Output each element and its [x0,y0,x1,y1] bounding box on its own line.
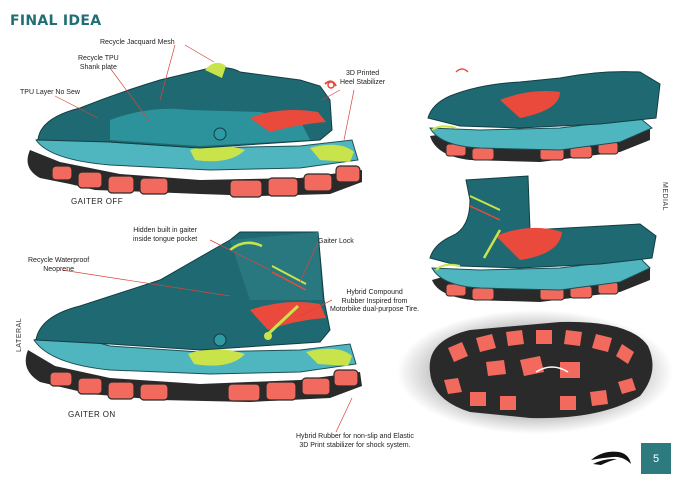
side-label-lateral: LATERAL [16,317,23,352]
callout-hybrid-line-2: 3D Print stabilizer for shock system. [299,441,411,449]
callout-gaiter-pocket-line-2: inside tongue pocket [133,235,198,243]
callout-heel-line-2: Heel Stabilizer [340,78,386,86]
shoe-medial-low [427,68,661,162]
callout-tpu-shank-line-2: Shank plate [79,63,117,71]
side-label-medial: MEDIAL [661,182,668,212]
callout-tpu-layer: TPU Layer No Sew [20,89,80,96]
callout-gaiter-pocket-line-1: Hidden built in gaiter [133,227,198,234]
callout-hybrid-line-1: Hybrid Rubber for non-slip and Elastic [296,433,414,440]
callout-hybrid-rubber: Hybrid Rubber for non-slip and Elastic 3… [296,433,414,450]
callout-lines [54,44,355,433]
shoe-gaiter-on [25,231,362,402]
page-title: FINAL IDEA [10,13,102,29]
callout-heel-stabilizer: 3D Printed Heel Stabilizer [340,70,385,87]
callout-neoprene-line-2: Neoprene [43,265,74,273]
outsole-bottom-view [397,310,673,434]
brand-logo-icon [591,451,631,465]
page-number-badge: 5 [641,443,671,474]
callout-rubber-line-2: Rubber Inspired from [341,297,408,305]
shoe-gaiter-off [27,62,363,198]
callout-hybrid-compound: Hybrid Compound Rubber Inspired from Mot… [330,289,419,315]
callout-rubber-line-1: Hybrid Compound [346,289,403,296]
callout-gaiter-lock: Gaiter Lock [318,238,354,245]
callout-gaiter-pocket: Hidden built in gaiter inside tongue poc… [133,227,197,244]
callout-rubber-line-3: Motorbike dual-purpose Tire. [330,306,420,313]
callout-jacquard-mesh: Recycle Jacquard Mesh [100,39,175,46]
callout-tpu-shank-line-1: Recycle TPU [78,55,119,62]
caption-gaiter-on: GAITER ON [68,410,116,419]
callout-neoprene-line-1: Recycle Waterproof [28,257,90,264]
caption-gaiter-off: GAITER OFF [71,197,123,206]
shoe-medial-high [429,175,657,302]
callout-tpu-shank: Recycle TPU Shank plate [78,55,119,72]
callout-heel-line-1: 3D Printed [346,70,380,77]
callout-neoprene: Recycle Waterproof Neoprene [28,257,89,274]
